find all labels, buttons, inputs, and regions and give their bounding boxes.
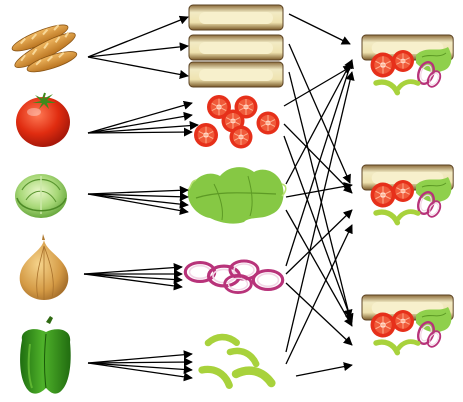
tomato-slices-icon	[193, 94, 280, 149]
arrows-source-to-prepared	[83, 15, 199, 382]
sandwich-3	[362, 295, 453, 353]
sandwich-1	[362, 35, 453, 93]
lettuce-leaves-icon	[187, 167, 287, 224]
lettuce-icon	[15, 174, 67, 218]
sandwich-2	[362, 165, 453, 223]
tomato-icon	[16, 92, 70, 147]
onion-rings-icon	[183, 259, 285, 294]
onion-icon	[19, 234, 69, 300]
pepper-strips-icon	[201, 336, 273, 386]
arrows-prepared-to-sandwich	[283, 13, 355, 377]
baguette-icon	[11, 24, 78, 73]
sliced-bread-icon	[188, 4, 284, 88]
green-pepper-icon	[20, 316, 71, 394]
